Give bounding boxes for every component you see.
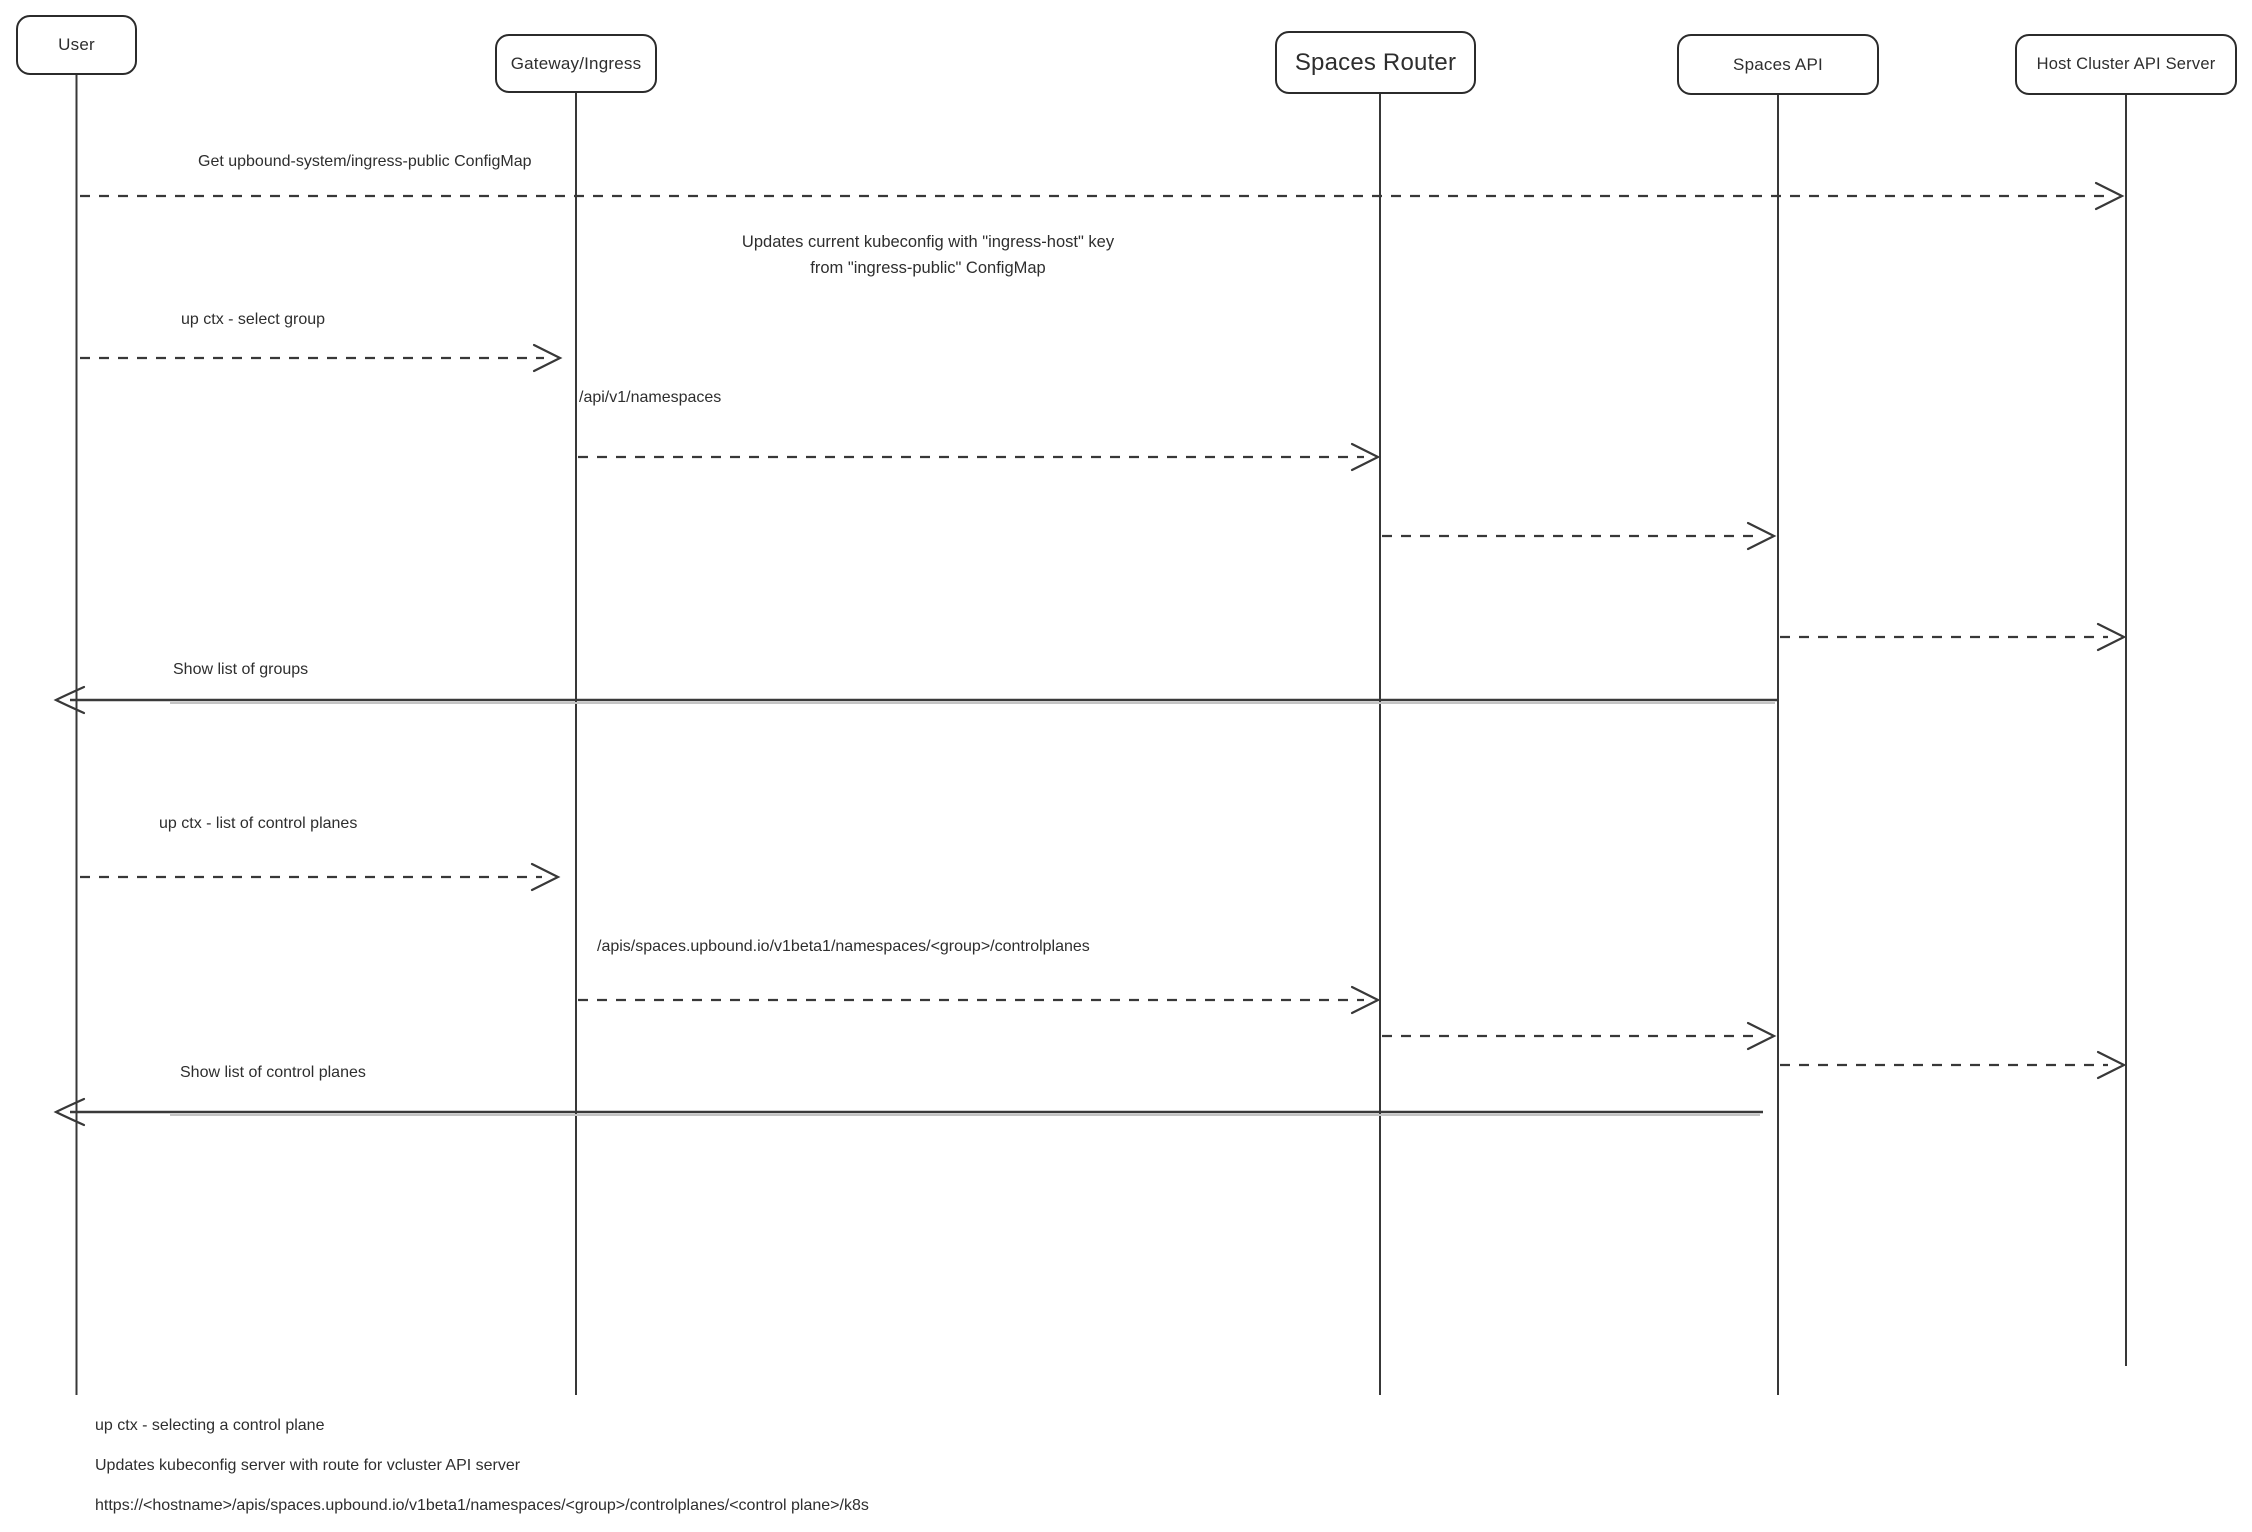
message-label-api-v1-namespaces: /api/v1/namespaces [579,389,722,406]
arrowhead-right-5 [2096,622,2127,652]
arrowhead-right-1 [2094,181,2125,211]
arrowhead-right-9 [2096,1050,2127,1080]
actor-gateway-ingress-label: Gateway/Ingress [510,53,642,73]
arrowhead-right-4 [1746,521,1777,551]
actor-spaces-api: Spaces API [1677,34,1879,95]
actor-gateway-ingress: Gateway/Ingress [495,34,657,93]
actor-user-label: User [58,35,95,54]
footnote-hostname-url: https://<hostname>/apis/spaces.upbound.i… [95,1497,869,1514]
actor-spaces-router-label: Spaces Router [1294,48,1457,76]
message-label-list-control-planes: up ctx - list of control planes [159,815,358,832]
arrowhead-right-7 [1350,985,1381,1015]
actor-host-cluster-api-server-label: Host Cluster API Server [2036,55,2216,73]
actor-spaces-router: Spaces Router [1275,31,1476,94]
arrowhead-right-6 [530,862,561,892]
message-label-show-groups: Show list of groups [173,661,309,678]
arrowhead-right-3 [1350,442,1381,472]
footnote-selecting-control-plane: up ctx - selecting a control plane [95,1417,325,1434]
message-label-select-group: up ctx - select group [181,311,326,328]
actor-spaces-api-label: Spaces API [1733,54,1823,74]
arrowhead-left-1 [53,685,86,715]
footnote-updates-kubeconfig-server: Updates kubeconfig server with route for… [95,1457,521,1474]
arrowhead-right-8 [1746,1021,1777,1051]
arrowhead-left-2 [53,1097,86,1127]
actor-host-cluster-api-server: Host Cluster API Server [2015,34,2237,95]
message-label-apis-controlplanes: /apis/spaces.upbound.io/v1beta1/namespac… [597,938,1090,955]
message-label-get-configmap: Get upbound-system/ingress-public Config… [198,153,532,170]
arrowhead-right-2 [532,343,563,373]
note-updates-kubeconfig: Updates current kubeconfig with "ingress… [741,233,1115,277]
message-label-show-control-planes: Show list of control planes [180,1064,366,1081]
actor-user: User [16,15,137,75]
